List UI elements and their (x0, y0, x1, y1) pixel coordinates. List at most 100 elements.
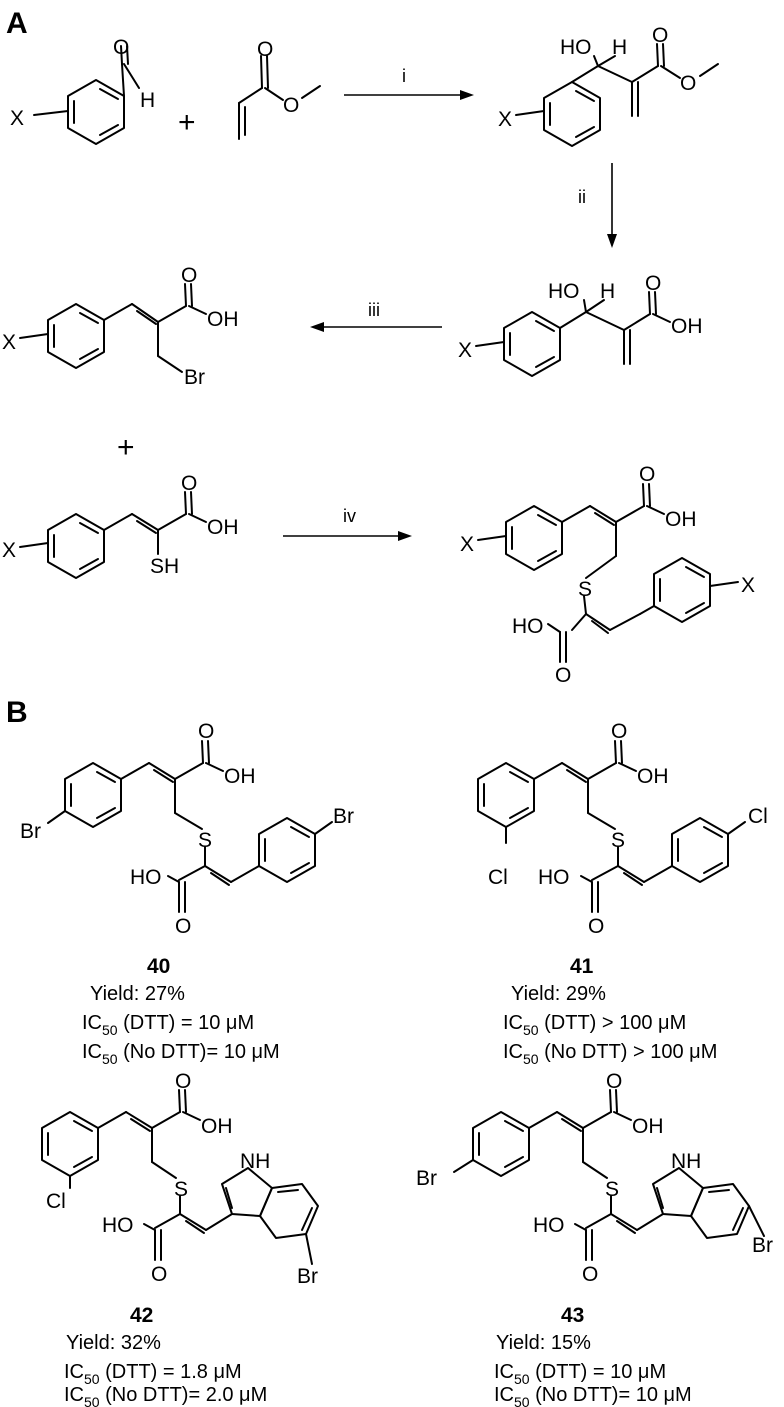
atom-ho-bh-ester: HO (560, 36, 592, 59)
compound-40-ic50-no-dtt: IC50 (No DTT)= 10 μM (82, 1041, 280, 1067)
c43-atom-ho: HO (533, 1214, 565, 1237)
atom-o-bh-ester-alkoxy: O (680, 72, 696, 95)
atom-sh-mercapto: SH (150, 555, 179, 578)
panel-label-a: A (6, 7, 28, 40)
baylis-hillman-acid-structure (475, 291, 671, 377)
compound-40-id: 40 (147, 955, 170, 978)
compound-43-yield: Yield: 15% (496, 1332, 591, 1354)
atom-o-aldehyde: O (113, 36, 129, 59)
c42-atom-cl: Cl (46, 1190, 66, 1213)
atom-o-mercapto: O (181, 472, 197, 495)
atom-x-product-left: X (460, 533, 474, 556)
atom-x-bh-ester: X (498, 108, 512, 131)
compound-43-ic50-dtt: IC50 (DTT) = 10 μM (494, 1361, 666, 1387)
plus-sign-1: + (178, 106, 196, 139)
c41-atom-o1: O (611, 720, 627, 743)
c42-atom-o2: O (151, 1263, 167, 1286)
arrow-step-iv-head (398, 531, 412, 541)
c43-atom-o2: O (582, 1263, 598, 1286)
compound-42-structure (41, 1089, 319, 1265)
c41-atom-s: S (611, 829, 625, 852)
atom-h-bh-acid: H (600, 280, 615, 303)
compound-43-id: 43 (561, 1304, 584, 1327)
compound-43-structure (453, 1089, 765, 1261)
c40-atom-o2: O (175, 915, 191, 938)
atom-s-product: S (578, 578, 592, 601)
compound-42-ic50-dtt: IC50 (DTT) = 1.8 μM (64, 1361, 242, 1387)
atom-o-bh-acid-carbonyl: O (645, 272, 661, 295)
general-product-structure (477, 483, 739, 663)
benzaldehyde-structure (33, 45, 140, 145)
atom-x-mercapto: X (2, 539, 16, 562)
atom-oh-product-acid1: OH (665, 508, 697, 531)
c40-atom-s: S (198, 829, 212, 852)
c42-atom-oh: OH (201, 1115, 233, 1138)
allyl-bromide-acid-structure (19, 283, 207, 373)
c43-atom-o1: O (606, 1070, 622, 1093)
c43-atom-br-right: Br (752, 1234, 773, 1257)
atom-oh-mercapto: OH (207, 516, 239, 539)
c42-atom-s: S (174, 1178, 188, 1201)
atom-h-bh-ester: H (612, 36, 627, 59)
c40-atom-oh: OH (224, 765, 256, 788)
atom-h-aldehyde: H (140, 89, 155, 112)
methyl-acrylate-structure (238, 55, 321, 140)
atom-ho-product-acid2: HO (512, 615, 544, 638)
atom-x-benzaldehyde: X (10, 107, 24, 130)
compound-40-ic50-dtt: IC50 (DTT) = 10 μM (82, 1012, 254, 1038)
c41-atom-oh: OH (637, 765, 669, 788)
atom-x-product-right: X (741, 574, 755, 597)
compound-41-id: 41 (570, 955, 594, 978)
atom-o-product-acid1: O (639, 463, 655, 486)
condition-ii: ii (578, 187, 586, 207)
c40-atom-ho: HO (130, 866, 162, 889)
atom-o-allyl-acid: O (181, 264, 197, 287)
atom-o-acrylate-ester: O (283, 94, 299, 117)
plus-sign-2: + (117, 431, 135, 464)
compound-43-ic50-no-dtt: IC50 (No DTT)= 10 μM (494, 1384, 692, 1407)
c42-atom-nh: NH (240, 1150, 270, 1173)
c43-atom-nh: NH (671, 1150, 701, 1173)
baylis-hillman-ester-structure (515, 43, 719, 147)
atom-br-allyl: Br (184, 366, 205, 389)
panel-label-b: B (6, 696, 28, 729)
compound-41-structure (477, 740, 746, 913)
c43-atom-s: S (605, 1178, 619, 1201)
compound-40-structure (47, 740, 333, 913)
compound-42-yield: Yield: 32% (66, 1332, 161, 1354)
atom-o-acrylate-carbonyl: O (257, 38, 273, 61)
arrow-step-iii-head (310, 322, 324, 332)
condition-iv: iv (343, 506, 356, 526)
compound-42-ic50-no-dtt: IC50 (No DTT)= 2.0 μM (64, 1384, 267, 1407)
condition-iii: iii (368, 300, 380, 320)
atom-x-bh-acid: X (458, 339, 472, 362)
atom-o-bh-ester-carbonyl: O (652, 24, 668, 47)
c42-atom-ho: HO (102, 1214, 134, 1237)
c41-atom-cl-left: Cl (488, 866, 508, 889)
c40-atom-br-left: Br (20, 820, 41, 843)
c41-atom-ho: HO (538, 866, 570, 889)
atom-ho-bh-acid: HO (548, 280, 580, 303)
atom-oh-allyl-acid: OH (207, 308, 239, 331)
c40-atom-br-right: Br (333, 805, 354, 828)
compound-40-yield: Yield: 27% (90, 983, 185, 1005)
atom-oh-bh-acid: OH (671, 315, 703, 338)
compound-42-id: 42 (130, 1304, 153, 1327)
arrow-step-ii-head (607, 234, 617, 248)
mercapto-acrylic-acid-structure (19, 491, 207, 579)
c41-atom-cl-right: Cl (748, 805, 768, 828)
atom-o-product-acid2: O (555, 664, 571, 687)
c43-atom-oh: OH (632, 1115, 664, 1138)
condition-i: i (402, 66, 406, 86)
arrow-step-i-head (460, 90, 474, 100)
atom-x-allyl: X (2, 331, 16, 354)
c42-atom-o1: O (175, 1070, 191, 1093)
c41-atom-o2: O (588, 915, 604, 938)
c42-atom-br: Br (297, 1265, 318, 1288)
compound-41-yield: Yield: 29% (511, 983, 606, 1005)
compound-41-ic50-no-dtt: IC50 (No DTT) > 100 μM (503, 1041, 717, 1067)
c40-atom-o1: O (198, 720, 214, 743)
c43-atom-br-left: Br (416, 1167, 437, 1190)
compound-41-ic50-dtt: IC50 (DTT) > 100 μM (503, 1012, 686, 1038)
